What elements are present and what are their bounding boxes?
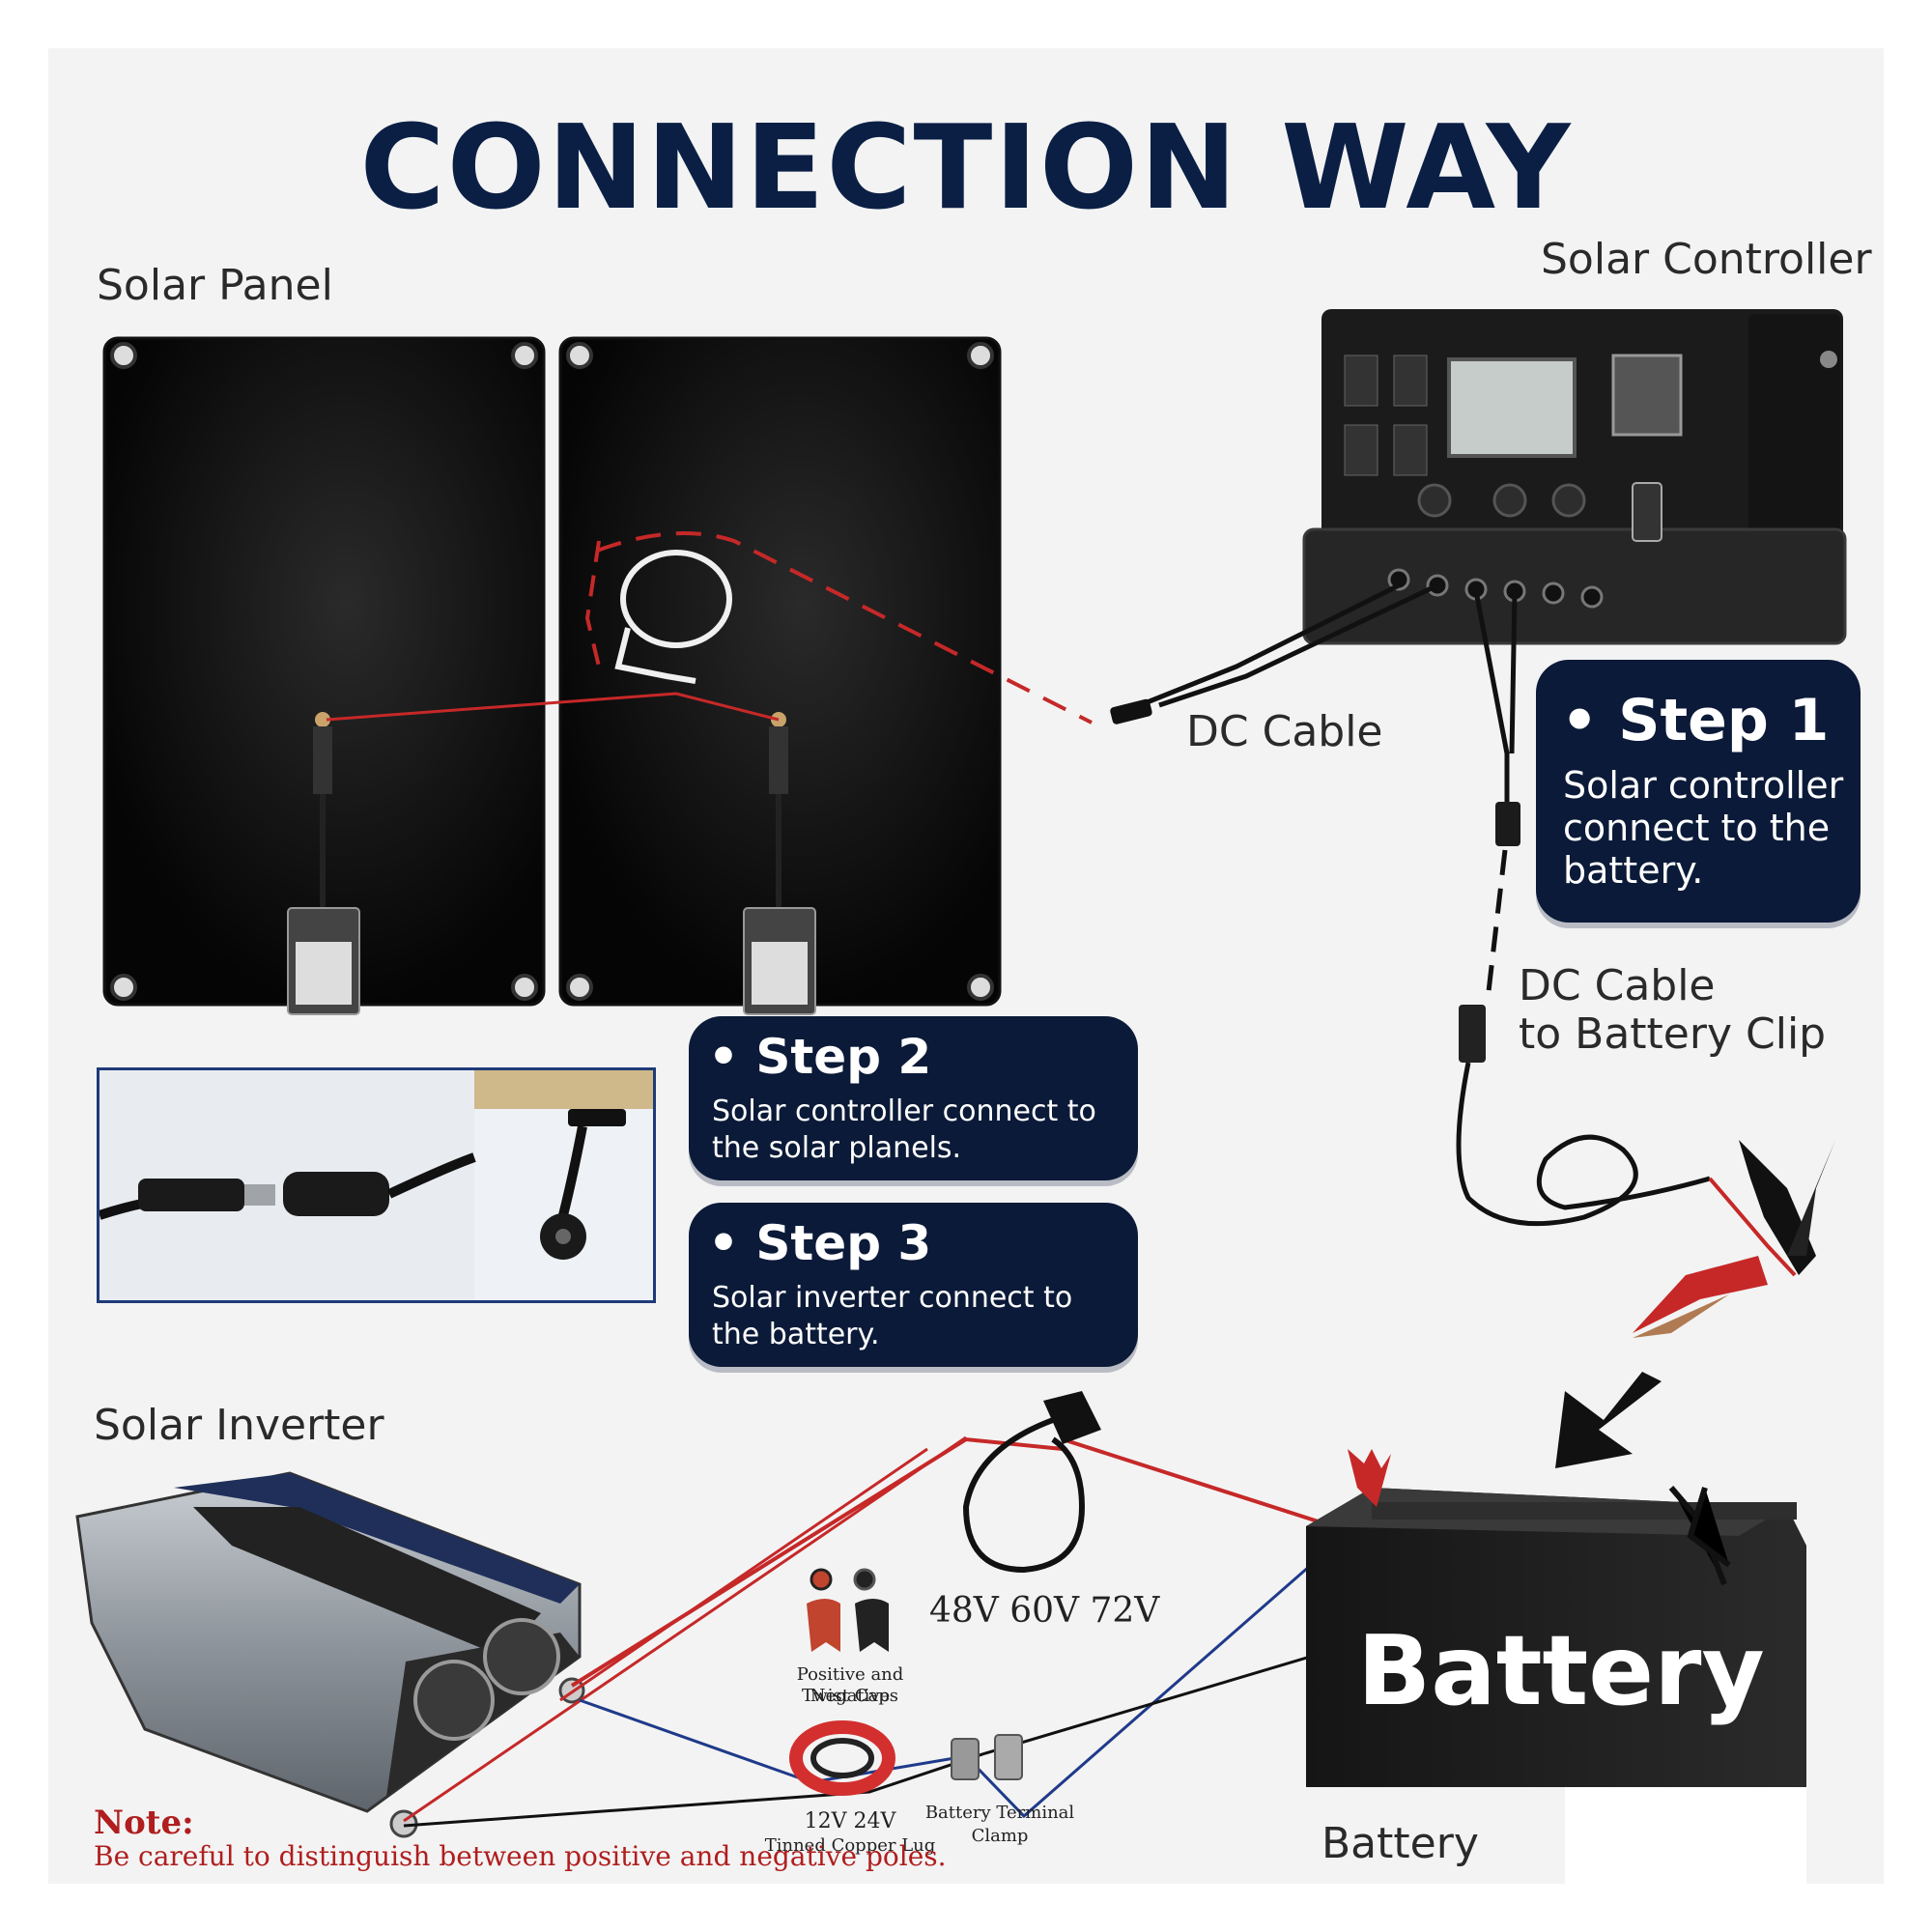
solar-inverter-label: Solar Inverter [94,1401,384,1450]
connector-photo-inset [97,1067,656,1303]
solar-inverter-device [75,1471,585,1838]
twist-caps-label-line1: Positive and Negative [796,1664,904,1706]
step-3-text: Solar inverter connect to the battery. [712,1281,1073,1351]
page-title: CONNECTION WAY [359,101,1573,236]
solar-panel-right [558,336,1002,1015]
solar-controller-label: Solar Controller [1541,235,1872,284]
voltage-label: 48V 60V 72V [929,1591,1160,1631]
twist-caps-label-line2: Twist Caps [802,1686,898,1706]
solar-controller-device [1302,309,1847,645]
copper-lug-label-line1: 12V 24V [804,1809,896,1833]
battery-device [1306,1449,1806,1884]
note-text: Be careful to distinguish between positi… [94,1840,947,1872]
connector-photo-table-edge [474,1070,653,1109]
step-2-heading: • Step 2 [708,1029,932,1085]
terminal-clamp-label-line2: Clamp [971,1826,1029,1846]
note-heading: Note: [94,1804,194,1842]
solar-panel-label: Solar Panel [97,261,333,310]
dc-cable-label: DC Cable [1186,707,1383,756]
battery-caption: Battery [1321,1819,1479,1868]
solar-panel-left [102,336,546,1015]
copper-lug-label-line2: Tinned Copper Lug [764,1835,936,1856]
battery-body-text: Battery [1357,1614,1765,1727]
step-1-box: • Step 1 Solar controller connect to the… [1536,660,1861,923]
terminal-clamp-label-line1: Battery Terminal [924,1803,1075,1823]
step-2-text: Solar controller connect to the solar pl… [712,1094,1096,1165]
connector-photo-drawing [99,1109,626,1260]
dc-cable-battery-label-line1: DC Cable [1519,961,1716,1010]
step-1-text: Solar controller connect to the battery. [1563,764,1844,892]
step-1-heading: • Step 1 [1561,687,1830,754]
step-2-box: • Step 2 Solar controller connect to the… [689,1016,1138,1180]
step-3-box: • Step 3 Solar inverter connect to the b… [689,1203,1138,1367]
dc-cable-battery-label-line2: to Battery Clip [1519,1009,1827,1059]
step-3-heading: • Step 3 [708,1215,932,1271]
